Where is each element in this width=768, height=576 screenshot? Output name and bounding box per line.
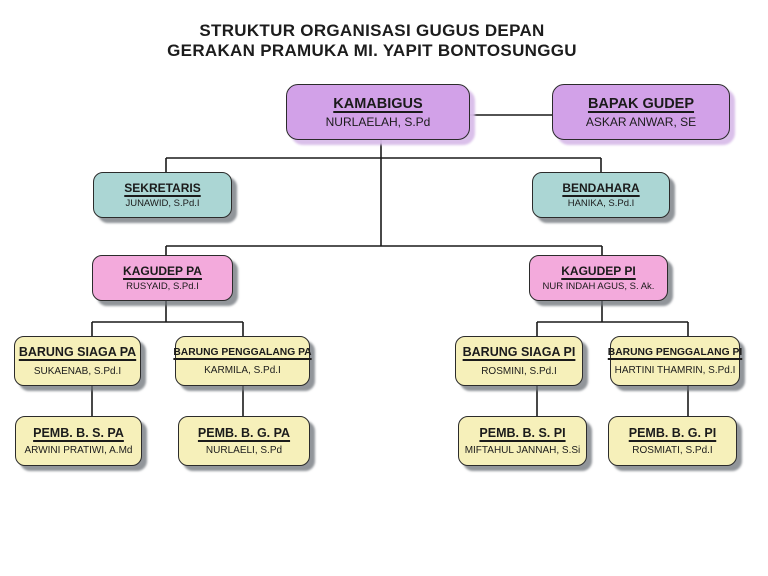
org-box-person: HANIKA, S.Pd.I: [567, 198, 635, 209]
org-box-barung-siaga-pi: BARUNG SIAGA PI ROSMINI, S.Pd.I: [455, 336, 583, 386]
org-box-pemb-b-s-pa: PEMB. B. S. PA ARWINI PRATIWI, A.Md: [15, 416, 142, 466]
org-box-title: PEMB. B. S. PI: [479, 426, 566, 440]
page-title: STRUKTUR ORGANISASI GUGUS DEPAN GERAKAN …: [0, 21, 744, 61]
org-box-person: NURLAELAH, S.Pd: [325, 114, 431, 129]
org-box-title: BARUNG PENGGALANG PI: [607, 346, 743, 358]
org-box-person: MIFTAHUL JANNAH, S.Si: [464, 445, 581, 456]
org-box-kamabigus: KAMABIGUS NURLAELAH, S.Pd: [286, 84, 470, 140]
org-box-title: BENDAHARA: [562, 181, 640, 195]
org-box-sekretaris: SEKRETARIS JUNAWID, S.Pd.I: [93, 172, 232, 218]
org-box-title: BARUNG SIAGA PI: [462, 345, 576, 359]
org-box-title: BAPAK GUDEP: [587, 95, 695, 112]
org-box-pemb-b-g-pa: PEMB. B. G. PA NURLAELI, S.Pd: [178, 416, 310, 466]
org-box-title: PEMB. B. G. PA: [197, 426, 291, 440]
org-box-barung-penggalang-pa: BARUNG PENGGALANG PA KARMILA, S.Pd.I: [173, 336, 312, 386]
org-box-person: ROSMINI, S.Pd.I: [481, 366, 557, 377]
org-box-title: KAMABIGUS: [333, 95, 423, 112]
org-box-kagudep-pa: KAGUDEP PA RUSYAID, S.Pd.I: [92, 255, 233, 301]
org-box-person: ROSMIATI, S.Pd.I: [632, 445, 713, 456]
org-box-title: KAGUDEP PI: [561, 264, 636, 278]
org-box-person: ARWINI PRATIWI, A.Md: [24, 445, 133, 456]
org-box-person: HARTINI THAMRIN, S.Pd.I: [614, 364, 736, 376]
org-box-title: SEKRETARIS: [124, 181, 201, 195]
org-box-kagudep-pi: KAGUDEP PI NUR INDAH AGUS, S. Ak.: [529, 255, 668, 301]
org-box-title: PEMB. B. S. PA: [33, 426, 124, 440]
org-box-person: RUSYAID, S.Pd.I: [126, 281, 199, 292]
org-box-barung-siaga-pa: BARUNG SIAGA PA SUKAENAB, S.Pd.I: [14, 336, 141, 386]
org-box-title: PEMB. B. G. PI: [628, 426, 717, 440]
org-box-pemb-b-s-pi: PEMB. B. S. PI MIFTAHUL JANNAH, S.Si: [458, 416, 587, 466]
org-box-person: NURLAELI, S.Pd: [205, 445, 283, 456]
org-box-bapak-gudep: BAPAK GUDEP ASKAR ANWAR, SE: [552, 84, 730, 140]
org-box-title: BARUNG PENGGALANG PA: [173, 346, 312, 358]
org-box-person: SUKAENAB, S.Pd.I: [33, 366, 122, 377]
org-box-person: ASKAR ANWAR, SE: [585, 114, 697, 129]
org-box-title: KAGUDEP PA: [123, 264, 202, 278]
org-box-barung-penggalang-pi: BARUNG PENGGALANG PI HARTINI THAMRIN, S.…: [607, 336, 743, 386]
org-box-person: JUNAWID, S.Pd.I: [125, 198, 200, 209]
org-box-bendahara: BENDAHARA HANIKA, S.Pd.I: [532, 172, 670, 218]
org-box-pemb-b-g-pi: PEMB. B. G. PI ROSMIATI, S.Pd.I: [608, 416, 737, 466]
page-title-line2: GERAKAN PRAMUKA MI. YAPIT BONTOSUNGGU: [167, 41, 577, 60]
org-box-person: KARMILA, S.Pd.I: [204, 364, 281, 376]
page-title-line1: STRUKTUR ORGANISASI GUGUS DEPAN: [199, 21, 545, 40]
org-box-person: NUR INDAH AGUS, S. Ak.: [542, 281, 655, 292]
org-box-title: BARUNG SIAGA PA: [18, 345, 137, 359]
